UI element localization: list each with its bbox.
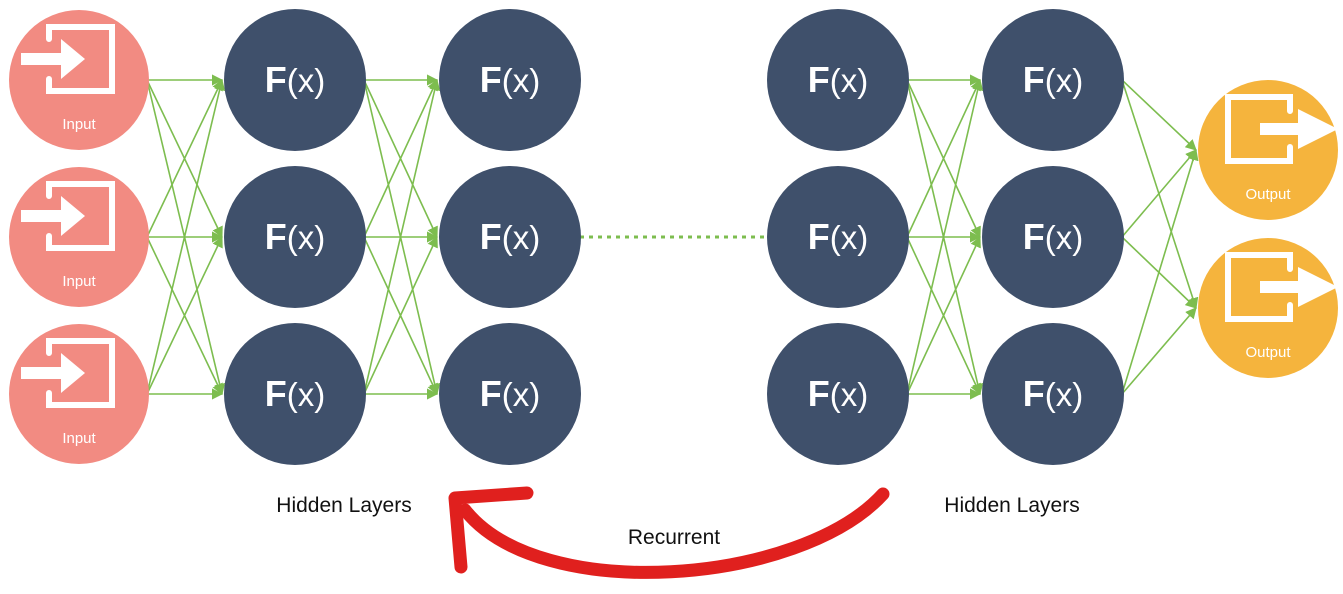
recurrent-caption: Recurrent: [628, 526, 720, 549]
hidden-node-5-2: F(x): [982, 166, 1124, 308]
edge-arrow: [363, 78, 441, 395]
hidden-node-circle: [224, 323, 366, 465]
connection-edges: [146, 74, 1199, 400]
node-function-label: F(x): [808, 59, 868, 100]
edge-arrow: [146, 78, 223, 238]
node-function-label: F(x): [265, 59, 325, 100]
recurrent-arrow-head: [448, 486, 534, 574]
node-function-label: F(x): [480, 373, 540, 414]
hidden-node-5-1: F(x): [982, 9, 1124, 151]
hidden-node-3-2: F(x): [439, 166, 581, 308]
hidden-layers-right-caption: Hidden Layers: [944, 494, 1079, 517]
hidden-node-circle: [439, 166, 581, 308]
hidden-node-circle: [224, 9, 366, 151]
hidden-node-2-3: F(x): [224, 323, 366, 465]
login-arrow-icon: [21, 24, 115, 94]
edge-arrow: [906, 78, 984, 395]
hidden-node-circle: [982, 166, 1124, 308]
hidden-node-4-1: F(x): [767, 9, 909, 151]
node-function-label: F(x): [808, 216, 868, 257]
hidden-node-circle: [982, 9, 1124, 151]
input-label: Input: [62, 116, 96, 133]
edge-arrow: [1121, 148, 1199, 395]
logout-arrow-icon: [1225, 94, 1338, 164]
input-node-1-1: Input: [9, 10, 149, 150]
output-node-6-1: Output: [1198, 80, 1338, 220]
input-label: Input: [62, 430, 96, 447]
hidden-node-2-1: F(x): [224, 9, 366, 151]
recurrent-arrow: [448, 486, 890, 579]
node-function-label: F(x): [808, 373, 868, 414]
login-arrow-icon: [21, 181, 115, 251]
hidden-node-3-3: F(x): [439, 323, 581, 465]
login-arrow-icon: [21, 338, 115, 408]
hidden-node-4-2: F(x): [767, 166, 909, 308]
hidden-node-circle: [224, 166, 366, 308]
edge-arrow: [1121, 307, 1197, 395]
edge-arrow: [363, 78, 438, 238]
node-function-label: F(x): [1023, 373, 1083, 414]
node-function-label: F(x): [265, 373, 325, 414]
hidden-node-circle: [982, 323, 1124, 465]
edge-arrow: [363, 235, 438, 395]
network-nodes: InputInputInputF(x)F(x)F(x)F(x)F(x)F(x)F…: [9, 9, 1338, 465]
edge-arrow: [906, 78, 981, 238]
hidden-layers-left-caption: Hidden Layers: [276, 494, 411, 517]
output-label: Output: [1245, 344, 1291, 361]
node-function-label: F(x): [480, 216, 540, 257]
hidden-node-5-3: F(x): [982, 323, 1124, 465]
hidden-node-3-1: F(x): [439, 9, 581, 151]
edge-arrow: [146, 235, 223, 395]
edge-arrow: [146, 78, 226, 395]
node-function-label: F(x): [1023, 59, 1083, 100]
edge-arrow: [1121, 149, 1197, 238]
input-node-1-2: Input: [9, 167, 149, 307]
input-label: Input: [62, 273, 96, 290]
hidden-node-circle: [767, 323, 909, 465]
node-function-label: F(x): [265, 216, 325, 257]
recurrent-arrow-curve: [458, 487, 890, 579]
hidden-node-circle: [767, 9, 909, 151]
edge-arrow: [1121, 79, 1197, 151]
node-function-label: F(x): [1023, 216, 1083, 257]
hidden-node-2-2: F(x): [224, 166, 366, 308]
logout-arrow-icon: [1225, 252, 1338, 322]
hidden-node-4-3: F(x): [767, 323, 909, 465]
hidden-node-circle: [439, 9, 581, 151]
output-node-6-2: Output: [1198, 238, 1338, 378]
input-node-1-3: Input: [9, 324, 149, 464]
hidden-node-circle: [439, 323, 581, 465]
node-function-label: F(x): [480, 59, 540, 100]
output-label: Output: [1245, 186, 1291, 203]
edge-arrow: [906, 235, 981, 395]
hidden-node-circle: [767, 166, 909, 308]
